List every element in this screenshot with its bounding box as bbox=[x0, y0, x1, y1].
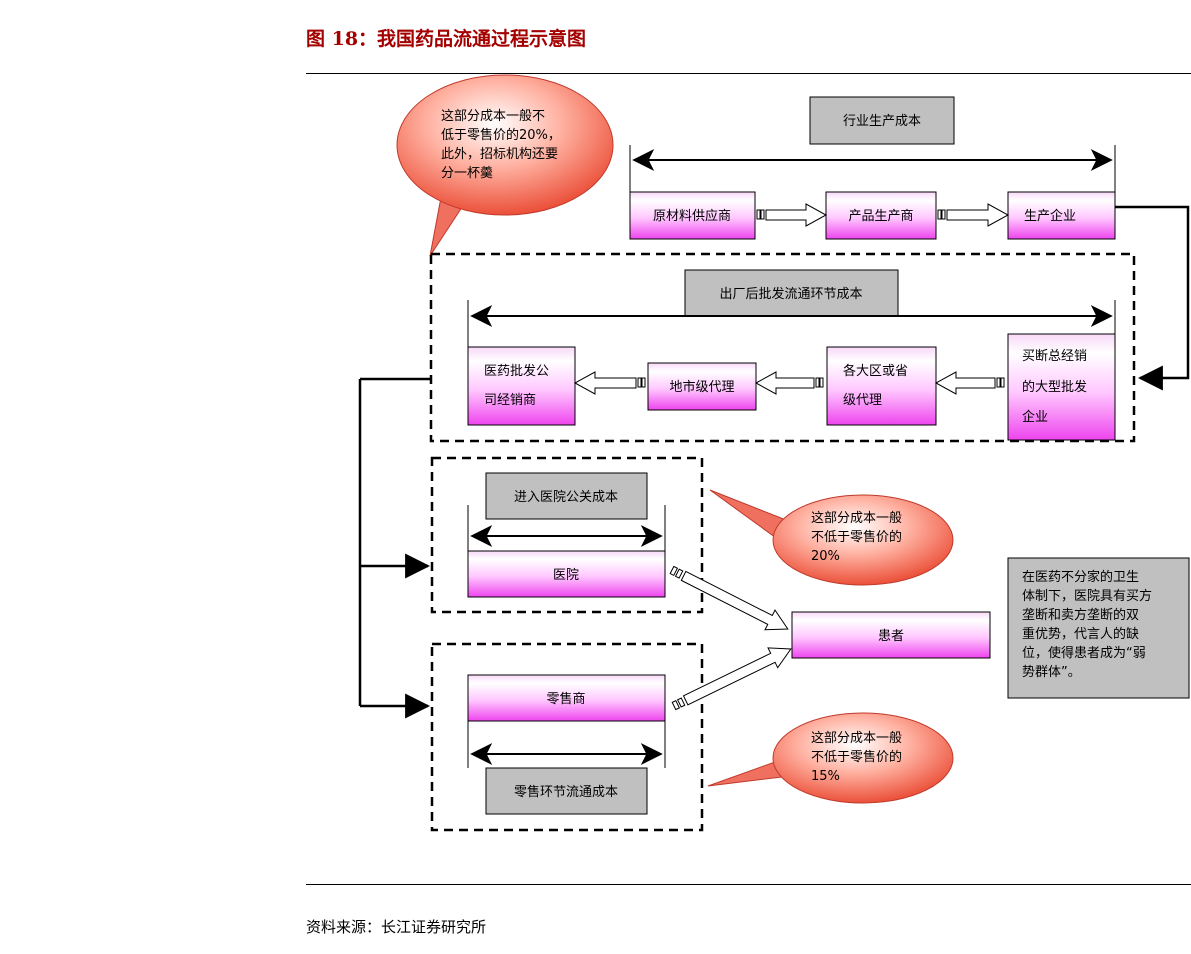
bubble-hospital-line-2: 不低于零售价的 bbox=[811, 529, 902, 545]
left-distribution-connector bbox=[358, 377, 431, 719]
figure-title: 图 18：我国药品流通过程示意图 bbox=[306, 28, 587, 50]
bubble-retail-line-1: 这部分成本一般 bbox=[811, 730, 902, 746]
wholesale-dashed-box bbox=[429, 252, 1136, 443]
node-patient bbox=[791, 611, 991, 659]
node-retailer-label: 零售商 bbox=[546, 691, 585, 707]
side-note-line-2: 体制下，医院具有买方 bbox=[1022, 588, 1152, 604]
node-patient-label: 患者 bbox=[878, 629, 904, 644]
hollow-arrow-regional-to-city bbox=[754, 371, 824, 395]
bubble-retail-line-2: 不低于零售价的 bbox=[811, 749, 902, 765]
node-product-maker bbox=[825, 191, 937, 240]
industry-cost-text: 行业生产成本 bbox=[843, 114, 921, 129]
wholesale-cost-text: 出厂后批发流通环节成本 bbox=[719, 286, 862, 302]
bubble-hospital-line-1: 这部分成本一般 bbox=[811, 510, 902, 526]
industry-cost-label bbox=[809, 96, 955, 145]
retail-cost-label bbox=[485, 767, 648, 815]
node-retailer bbox=[467, 674, 666, 722]
hollow-arrow-retailer-to-patient bbox=[671, 647, 792, 711]
side-note-line-6: 势群体”。 bbox=[1022, 664, 1081, 680]
side-note-line-5: 位，使得患者成为“弱 bbox=[1022, 645, 1146, 661]
bubble-top-line-2: 低于零售价的20%， bbox=[441, 127, 561, 143]
node-big-wholesaler bbox=[1007, 333, 1116, 441]
node-regional-agent-line-2: 级代理 bbox=[843, 393, 882, 408]
node-raw-material-label: 原材料供应商 bbox=[653, 208, 731, 224]
hollow-arrow-raw-to-maker bbox=[756, 203, 828, 227]
retail-dashed-box bbox=[430, 642, 704, 832]
hospital-dashed-box bbox=[430, 456, 704, 614]
retail-cost-text: 零售环节流通成本 bbox=[514, 784, 618, 800]
node-product-maker-label: 产品生产商 bbox=[848, 209, 913, 224]
node-city-agent bbox=[647, 362, 757, 411]
hollow-arrow-wholesaler-to-regional bbox=[934, 371, 1005, 395]
top-rule bbox=[306, 73, 1191, 74]
hollow-arrow-city-to-pharma bbox=[573, 371, 646, 395]
bubble-top: 这部分成本一般不 低于零售价的20%， 此外，招标机构还要 分一杯羹 bbox=[396, 74, 614, 257]
side-note-line-3: 垄断和卖方垄断的双 bbox=[1022, 607, 1139, 623]
side-note-box bbox=[1007, 557, 1190, 699]
bubble-top-line-4: 分一杯羹 bbox=[441, 165, 493, 181]
node-big-wholesaler-line-2: 的大型批发 bbox=[1022, 379, 1087, 395]
node-hospital-label: 医院 bbox=[553, 568, 579, 583]
node-city-agent-label: 地市级代理 bbox=[669, 379, 734, 395]
connector-enterprise-to-wholesaler bbox=[1115, 205, 1190, 391]
source-note: 资料来源：长江证券研究所 bbox=[306, 918, 487, 936]
side-note-line-1: 在医药不分家的卫生 bbox=[1022, 569, 1139, 585]
node-pharma-wholesaler-line-2: 司经销商 bbox=[484, 393, 536, 408]
bubble-hospital-line-3: 20% bbox=[811, 549, 840, 564]
bubble-retail: 这部分成本一般 不低于零售价的 15% bbox=[707, 712, 954, 804]
bubble-top-line-1: 这部分成本一般不 bbox=[441, 108, 545, 124]
bottom-rule bbox=[306, 884, 1191, 885]
node-hospital bbox=[467, 550, 666, 598]
node-pharma-wholesaler bbox=[467, 346, 576, 426]
node-raw-material bbox=[629, 191, 756, 240]
hospital-cost-label bbox=[485, 472, 648, 520]
node-regional-agent bbox=[826, 346, 937, 426]
node-regional-agent-line-1: 各大区或省 bbox=[843, 363, 908, 379]
node-enterprise-label: 生产企业 bbox=[1024, 208, 1076, 224]
node-big-wholesaler-line-3: 企业 bbox=[1022, 409, 1048, 425]
hospital-cost-text: 进入医院公关成本 bbox=[514, 490, 618, 505]
hollow-arrow-maker-to-enterprise bbox=[937, 203, 1010, 227]
node-big-wholesaler-line-1: 买断总经销 bbox=[1022, 349, 1087, 364]
bubble-top-line-3: 此外，招标机构还要 bbox=[441, 147, 558, 162]
side-note-line-4: 重优势，代言人的缺 bbox=[1022, 626, 1139, 642]
hollow-arrow-hospital-to-patient bbox=[669, 565, 789, 631]
node-pharma-wholesaler-line-1: 医药批发公 bbox=[484, 363, 549, 379]
bubble-retail-line-3: 15% bbox=[811, 769, 840, 784]
bubble-hospital: 这部分成本一般 不低于零售价的 20% bbox=[709, 489, 954, 586]
